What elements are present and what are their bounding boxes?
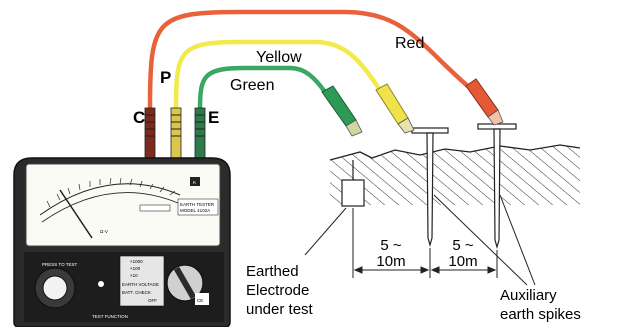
terminal-e [194,107,206,159]
label-pointers [304,194,536,286]
meter-footer: TEST FUNCTION [92,314,128,319]
terminal-e-label: E [208,108,219,127]
yellow-wire [173,39,382,109]
spikes-label-line1: Auxiliary [500,287,557,304]
auxiliary-spike-1 [411,127,449,248]
yellow-wire-label: Yellow [256,49,302,66]
terminal-p [170,107,182,159]
meter-title: EARTH TESTER [180,202,215,207]
terminal-p-label: P [160,68,171,87]
red-wire [147,9,472,109]
spikes-label-line2: earth spikes [500,306,581,323]
range-10: ×10 [130,273,138,278]
meter-model: MODEL 4102A [180,208,210,213]
brand-letter: K [193,180,196,185]
earthed-electrode [341,179,365,207]
distance-2-bottom: 10m [448,253,477,270]
terminal-c [144,107,156,159]
ground-section [329,144,581,205]
yellow-clip [375,83,415,134]
green-wire [197,65,327,109]
electrode-label-line1: Earthed [246,263,299,280]
green-clip [321,85,363,137]
red-clip [465,78,504,126]
electrode-label-line3: under test [246,301,314,318]
distance-2-top: 5 ~ [452,237,474,254]
range-1000: ×1000 [130,259,143,264]
auxiliary-spike-2 [477,123,517,250]
distance-1-bottom: 10m [376,253,405,270]
mode-earth-voltage: EARTH VOLTAGE [122,282,159,287]
green-wire-label: Green [230,77,274,94]
distance-markers [352,208,498,278]
terminal-c-label: C [133,108,145,127]
mode-off: OFF [148,298,157,303]
press-label: PRESS TO TEST [42,262,78,267]
earth-tester-meter: Ω·V K EARTH TESTER MODEL 4102A PRESS TO … [13,157,231,327]
electrode-label-line2: Electrode [246,282,309,299]
range-100: ×100 [130,266,141,271]
distance-1-top: 5 ~ [380,237,402,254]
brand-logo [190,177,200,186]
mode-batt-check: BATT. CHECK [122,290,151,295]
meter-scale-symbol: Ω·V [100,229,108,234]
ce-mark: CE [197,298,203,303]
red-wire-label: Red [395,35,424,52]
